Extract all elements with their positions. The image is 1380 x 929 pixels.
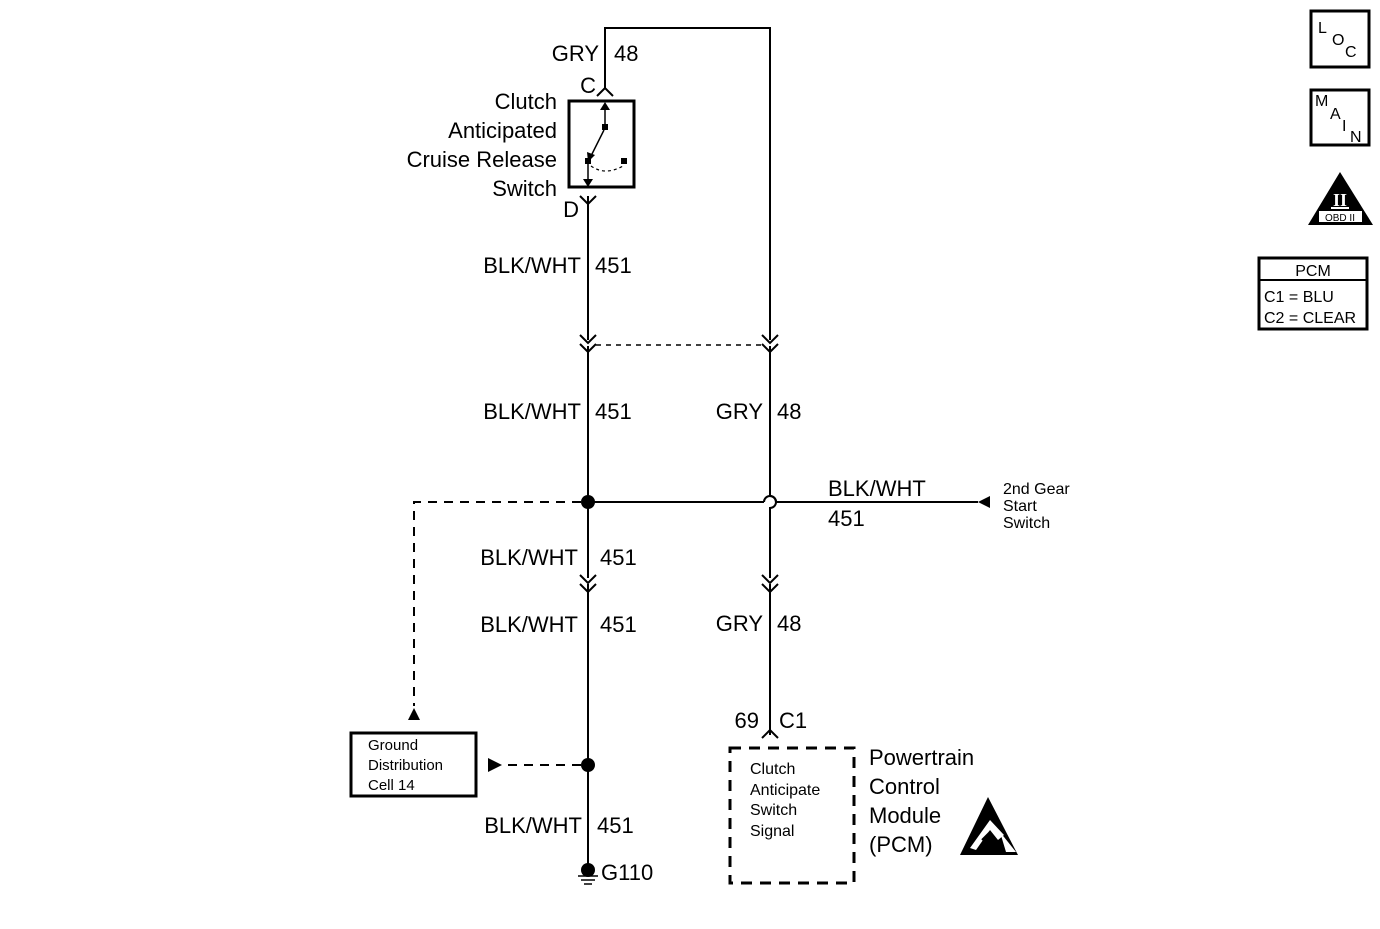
pcm-connector-legend: PCM C1 = BLU C2 = CLEAR xyxy=(1257,256,1369,331)
blk-lower-a-color: BLK/WHT xyxy=(480,545,578,570)
main-icon[interactable]: M A I N xyxy=(1309,88,1371,147)
ground-dist-line-1: Ground xyxy=(368,737,418,754)
gry-lower-color: GRY xyxy=(716,611,764,636)
obd-ii-icon[interactable]: II OBD II xyxy=(1308,172,1373,225)
svg-text:I: I xyxy=(1342,118,1346,135)
clutch-switch-box xyxy=(567,99,636,189)
switch-name-line-3: Cruise Release xyxy=(407,147,557,172)
ground-g110-label: G110 xyxy=(601,860,653,885)
blk-switch-circuit: 451 xyxy=(595,253,632,278)
blk-ground-color: BLK/WHT xyxy=(484,813,582,838)
wire-gry-48-top xyxy=(604,27,771,340)
blk-lower-b-circuit: 451 xyxy=(600,612,637,637)
connector-c-chevron xyxy=(596,86,614,97)
switch-pin-d: D xyxy=(563,197,579,222)
pcm-name-line-3: Module xyxy=(869,803,941,828)
wire-hop-arc xyxy=(763,495,777,503)
blk-lower-b-color: BLK/WHT xyxy=(480,612,578,637)
ground-distribution-box xyxy=(349,731,478,798)
connector-d-chevron xyxy=(579,195,597,206)
pcm-internal-line-4: Signal xyxy=(750,823,794,840)
switch-symbol xyxy=(583,102,627,187)
svg-text:C2 = CLEAR: C2 = CLEAR xyxy=(1264,310,1356,327)
ground-dist-line-2: Distribution xyxy=(368,757,443,774)
svg-text:C: C xyxy=(1345,44,1357,61)
gry-lower-circuit: 48 xyxy=(777,611,801,636)
svg-text:C1 = BLU: C1 = BLU xyxy=(1264,289,1334,306)
blk-horizontal-color: BLK/WHT xyxy=(828,476,926,501)
blk-ground-circuit: 451 xyxy=(597,813,634,838)
arrow-to-2nd-gear xyxy=(978,496,990,508)
svg-text:O: O xyxy=(1332,32,1344,49)
pcm-internal-line-3: Switch xyxy=(750,802,797,819)
pcm-name-line-4: (PCM) xyxy=(869,832,933,857)
pcm-internal-line-2: Anticipate xyxy=(750,782,820,799)
pcm-connector-label: C1 xyxy=(779,708,807,733)
esd-sensitive-icon xyxy=(960,797,1018,855)
svg-text:II: II xyxy=(1333,190,1347,210)
dash-ground-dist-top xyxy=(413,501,581,706)
gry-top-circuit: 48 xyxy=(614,41,638,66)
splice-main xyxy=(581,495,595,509)
pcm-pin-number: 69 xyxy=(735,708,759,733)
svg-text:PCM: PCM xyxy=(1295,263,1331,280)
wire-gry-48-mid xyxy=(769,346,777,578)
svg-text:N: N xyxy=(1350,129,1362,146)
inline-connector-gry-lower xyxy=(761,574,779,594)
second-gear-line-1: 2nd Gear xyxy=(1003,481,1070,498)
ground-symbol-icon xyxy=(578,863,598,885)
splice-lower xyxy=(581,758,595,772)
switch-name-line-1: Clutch xyxy=(495,89,557,114)
inline-connector-blk-lower xyxy=(579,574,597,594)
inline-connector-blk xyxy=(579,334,597,354)
svg-text:M: M xyxy=(1315,93,1328,110)
blk-switch-color: BLK/WHT xyxy=(483,253,581,278)
switch-name-line-4: Switch xyxy=(492,176,557,201)
blk-after-conn-circuit: 451 xyxy=(595,399,632,424)
loc-icon[interactable]: L O C xyxy=(1309,9,1371,69)
svg-text:OBD II: OBD II xyxy=(1325,213,1355,224)
pcm-name-line-2: Control xyxy=(869,774,940,799)
gry-after-conn-circuit: 48 xyxy=(777,399,801,424)
blk-lower-a-circuit: 451 xyxy=(600,545,637,570)
pcm-internal-line-1: Clutch xyxy=(750,761,795,778)
switch-pin-c: C xyxy=(580,73,596,98)
blk-after-conn-color: BLK/WHT xyxy=(483,399,581,424)
pcm-connector-chevron xyxy=(761,728,779,739)
switch-name-line-2: Anticipated xyxy=(448,118,557,143)
svg-text:A: A xyxy=(1330,106,1341,123)
pcm-module-box xyxy=(728,746,856,885)
inline-connector-gry xyxy=(761,334,779,354)
pcm-name-line-1: Powertrain xyxy=(869,745,974,770)
blk-horizontal-circuit: 451 xyxy=(828,506,865,531)
arrow-ground-dist-left xyxy=(488,758,502,772)
svg-text:L: L xyxy=(1318,20,1327,37)
second-gear-line-2: Start xyxy=(1003,498,1037,515)
second-gear-line-3: Switch xyxy=(1003,515,1050,532)
ground-dist-line-3: Cell 14 xyxy=(368,777,415,794)
arrow-ground-dist-up xyxy=(408,708,420,720)
gry-top-color: GRY xyxy=(552,41,600,66)
gry-after-conn-color: GRY xyxy=(716,399,764,424)
